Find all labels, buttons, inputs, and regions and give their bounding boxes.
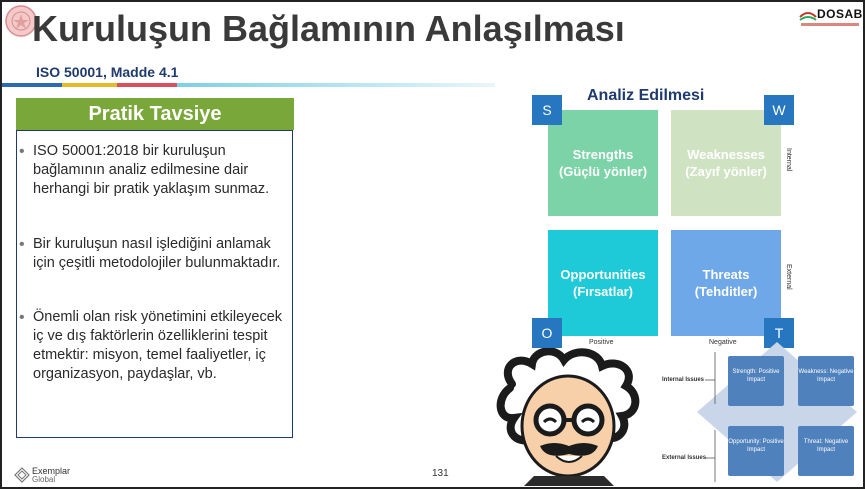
- dosab-logo: DOSAB: [797, 6, 863, 32]
- tips-box: • ISO 50001:2018 bir kuruluşun bağlamını…: [16, 130, 293, 438]
- swot-strengths: Strengths (Güçlü yönler): [548, 110, 658, 216]
- swot-weaknesses-label: Weaknesses (Zayıf yönler): [685, 147, 767, 179]
- diagram-opportunity-box: Opportunity: Positive Impact: [728, 426, 784, 476]
- swot-opportunities: Opportunities (Fırsatlar): [548, 230, 658, 336]
- swot-threats-label: Threats (Tehditler): [694, 267, 758, 299]
- accent-bar-blue: [2, 83, 62, 87]
- tip-text: Önemli olan risk yönetimini etkileyecek …: [33, 309, 283, 382]
- accent-bar-yellow: [62, 83, 117, 87]
- diagram-strength-box: Strength: Positive Impact: [728, 356, 784, 406]
- page-subtitle: ISO 50001, Madde 4.1: [36, 64, 179, 80]
- tip-text: ISO 50001:2018 bir kuruluşun bağlamının …: [33, 143, 270, 197]
- accent-bar-red: [117, 83, 177, 87]
- positive-axis-label: Positive: [589, 339, 614, 346]
- swot-t-corner: T: [764, 318, 794, 348]
- tip-text: Bir kuruluşun nasıl işlediğini anlamak i…: [33, 236, 281, 271]
- exemplar-logo-subtext: Global: [32, 475, 56, 484]
- exemplar-logo: Exemplar Global: [14, 466, 74, 484]
- internal-axis-label: Internal: [785, 148, 792, 172]
- external-issues-label: External Issues: [662, 455, 707, 461]
- swot-heading: Analiz Edilmesi: [587, 87, 705, 104]
- page-title: Kuruluşun Bağlamının Anlaşılması: [32, 8, 625, 49]
- dosab-logo-icon: [799, 12, 817, 21]
- diagram-weakness-box: Weakness: Negative Impact: [798, 356, 854, 406]
- swot-threats: Threats (Tehditler): [671, 230, 781, 336]
- cartoon-character-illustration: [496, 348, 640, 486]
- bullet-icon: •: [19, 309, 25, 326]
- seal-icon: [5, 5, 37, 37]
- swot-w-corner: W: [764, 95, 794, 125]
- internal-issues-label: Internal Issues: [662, 377, 705, 383]
- exemplar-logo-text: Exemplar: [32, 466, 71, 476]
- bullet-icon: •: [19, 236, 25, 253]
- tip-item: • Önemli olan risk yönetimini etkileyece…: [19, 308, 283, 384]
- swot-opportunities-label: Opportunities (Fırsatlar): [560, 267, 646, 299]
- swot-s-corner: S: [532, 95, 562, 125]
- swot-strengths-label: Strengths (Güçlü yönler): [558, 147, 648, 179]
- page-number: 131: [432, 468, 449, 479]
- dosab-logo-underline: [801, 23, 859, 26]
- external-axis-label: External: [785, 264, 792, 290]
- tip-item: • Bir kuruluşun nasıl işlediğini anlamak…: [19, 235, 283, 273]
- diagram-threat-box: Threat: Negative Impact: [798, 426, 854, 476]
- tips-header: Pratik Tavsiye: [16, 98, 294, 130]
- swot-weaknesses: Weaknesses (Zayıf yönler): [671, 110, 781, 216]
- exemplar-logo-icon: [14, 467, 30, 483]
- negative-axis-label: Negative: [709, 339, 737, 346]
- dosab-logo-text: DOSAB: [817, 7, 863, 21]
- accent-bar-cyan: [177, 83, 495, 87]
- swot-o-corner: O: [532, 318, 562, 348]
- bullet-icon: •: [19, 143, 25, 160]
- tip-item: • ISO 50001:2018 bir kuruluşun bağlamını…: [19, 142, 283, 199]
